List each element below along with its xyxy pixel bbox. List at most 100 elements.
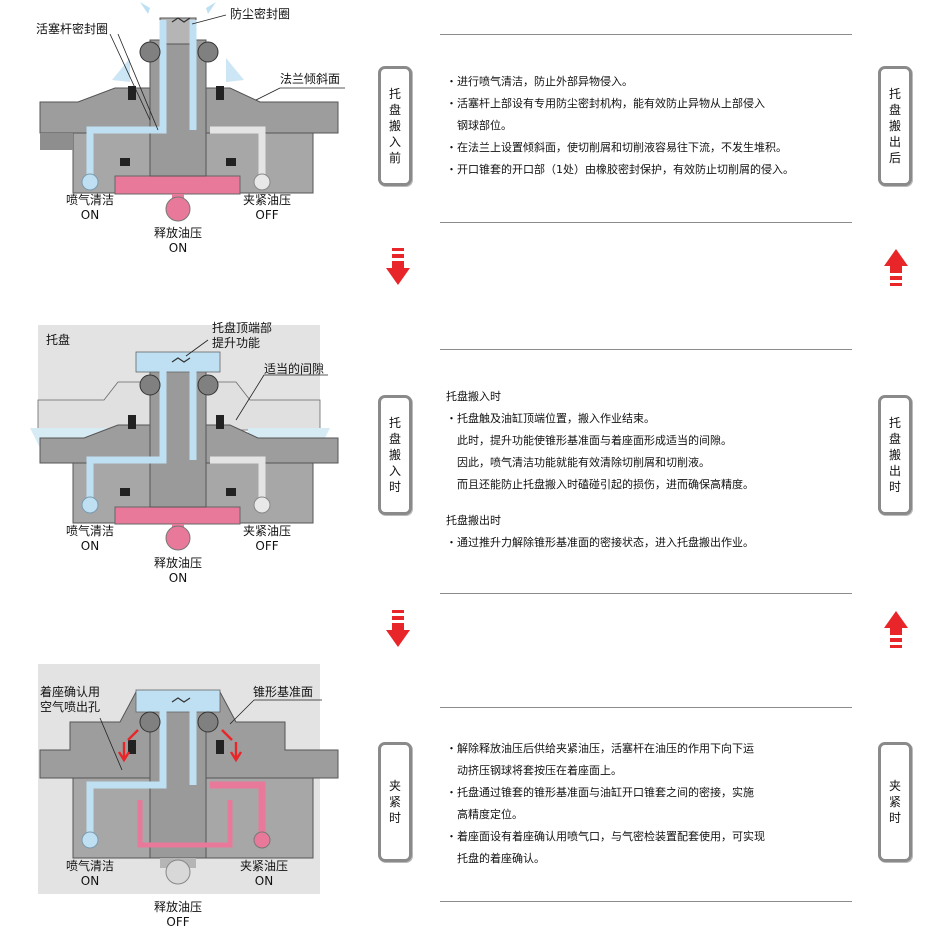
tab-before-load: 托 盘 搬 入 前 xyxy=(378,66,412,186)
tab-after-unload: 托 盘 搬 出 后 xyxy=(878,66,912,186)
tab-char: 盘 xyxy=(888,432,901,446)
air-clean-state: ON xyxy=(80,874,100,888)
divider xyxy=(440,34,852,35)
tab-char: 搬 xyxy=(388,119,401,133)
clamp-pressure-name: 夹紧油压 xyxy=(242,524,291,538)
tab-char: 紧 xyxy=(388,795,401,809)
clamp-pressure-name: 夹紧油压 xyxy=(239,859,288,873)
text-line: ・托盘通过锥套的锥形基准面与油缸开口锥套之间的密接，实施 xyxy=(446,786,754,799)
seat-confirm-label: 着座确认用 空气喷出孔 xyxy=(40,685,100,715)
top-lift-line1: 托盘顶端部 xyxy=(212,321,273,335)
text-line: ・在法兰上设置倾斜面，使切削屑和切削液容易往下流，不发生堆积。 xyxy=(446,141,787,154)
text-line: 钢球部位。 xyxy=(446,119,512,132)
clamp-pressure-label: 夹紧油压 ON xyxy=(229,859,299,889)
divider xyxy=(440,222,852,223)
clamp-pressure-state: ON xyxy=(254,874,274,888)
top-lift-line2: 提升功能 xyxy=(212,336,261,350)
clamp-pressure-label: 夹紧油压 OFF xyxy=(232,193,302,223)
tab-char: 盘 xyxy=(888,103,901,117)
divider xyxy=(440,901,852,902)
seat-confirm-line2: 空气喷出孔 xyxy=(40,700,101,714)
diagram-during-load: 托盘 托盘顶端部 提升功能 适当的间隙 喷气清洁 ON 夹紧油压 OFF 释放油… xyxy=(0,320,350,585)
flange-slope-label: 法兰倾斜面 xyxy=(280,72,341,86)
release-pressure-name: 释放油压 xyxy=(153,900,202,914)
tab-during-load: 托 盘 搬 入 时 xyxy=(378,395,412,515)
air-clean-name: 喷气清洁 xyxy=(65,859,114,873)
tab-clamping-right: 夹 紧 时 xyxy=(878,742,912,862)
clamp-pressure-name: 夹紧油压 xyxy=(242,193,291,207)
arrow-up-icon xyxy=(884,611,908,648)
diagram-clamped: 着座确认用 空气喷出孔 锥形基准面 喷气清洁 ON 夹紧油压 ON 释放油压 O… xyxy=(0,660,350,939)
release-pressure-label: 释放油压 OFF xyxy=(143,900,213,930)
section-heading: 托盘搬入时 xyxy=(446,390,501,403)
rod-seal-label: 活塞杆密封圈 xyxy=(36,22,109,36)
tab-char: 时 xyxy=(388,811,401,825)
tab-char: 盘 xyxy=(388,432,401,446)
tab-char: 托 xyxy=(388,87,401,101)
description-during-unload: 托盘搬出时 ・通过推升力解除锥形基准面的密接状态，进入托盘搬出作业。 xyxy=(446,510,754,554)
tab-char: 紧 xyxy=(888,795,901,809)
text-line: 托盘的着座确认。 xyxy=(446,852,545,865)
seat-confirm-line1: 着座确认用 xyxy=(40,685,101,699)
air-clean-name: 喷气清洁 xyxy=(65,193,114,207)
tab-during-unload: 托 盘 搬 出 时 xyxy=(878,395,912,515)
tab-char: 搬 xyxy=(388,448,401,462)
release-pressure-name: 释放油压 xyxy=(153,226,202,240)
tab-clamping-left: 夹 紧 时 xyxy=(378,742,412,862)
text-line: 此时，提升功能使锥形基准面与着座面形成适当的间隙。 xyxy=(446,434,732,447)
text-line: 高精度定位。 xyxy=(446,808,523,821)
text-line: ・开口锥套的开口部（1处）由橡胶密封保护，有效防止切削屑的侵入。 xyxy=(446,163,794,176)
cylinder-drawing-1 xyxy=(39,2,345,222)
divider xyxy=(440,707,852,708)
tab-char: 搬 xyxy=(888,448,901,462)
description-clamping: ・解除释放油压后供给夹紧油压，活塞杆在油压的作用下向下运 动挤压钢球将套按压在着… xyxy=(446,738,765,870)
tab-char: 入 xyxy=(388,464,401,478)
cylinder-drawing-2 xyxy=(30,325,339,551)
text-line: ・活塞杆上部设有专用防尘密封机构，能有效防止异物从上部侵入 xyxy=(446,97,765,110)
tab-char: 前 xyxy=(388,151,401,165)
tab-char: 托 xyxy=(388,416,401,430)
air-clean-state: ON xyxy=(80,208,100,222)
release-pressure-name: 释放油压 xyxy=(153,556,202,570)
release-pressure-label: 释放油压 ON xyxy=(143,556,213,586)
text-line: 因此，喷气清洁功能就能有效清除切削屑和切削液。 xyxy=(446,456,710,469)
tab-char: 时 xyxy=(888,811,901,825)
arrow-down-icon xyxy=(386,610,410,647)
taper-surface-label: 锥形基准面 xyxy=(253,685,314,699)
release-pressure-state: ON xyxy=(168,241,188,255)
divider xyxy=(440,593,852,594)
tab-char: 入 xyxy=(388,135,401,149)
description-before-load: ・进行喷气清洁，防止外部异物侵入。 ・活塞杆上部设有专用防尘密封机构，能有效防止… xyxy=(446,71,794,181)
text-line: 而且还能防止托盘搬入时磕碰引起的损伤，进而确保高精度。 xyxy=(446,478,754,491)
text-line: ・托盘触及油缸顶端位置，搬入作业结束。 xyxy=(446,412,655,425)
tab-char: 出 xyxy=(888,135,901,149)
clamp-pressure-state: OFF xyxy=(255,208,279,222)
air-clean-state: ON xyxy=(80,539,100,553)
release-pressure-state: OFF xyxy=(166,915,190,929)
tab-char: 时 xyxy=(388,480,401,494)
tab-char: 托 xyxy=(888,416,901,430)
tab-char: 托 xyxy=(888,87,901,101)
description-during-load: 托盘搬入时 ・托盘触及油缸顶端位置，搬入作业结束。 此时，提升功能使锥形基准面与… xyxy=(446,386,754,496)
air-clean-label: 喷气清洁 ON xyxy=(55,859,125,889)
text-line: 动挤压钢球将套按压在着座面上。 xyxy=(446,764,622,777)
tab-char: 盘 xyxy=(388,103,401,117)
tab-char: 夹 xyxy=(888,779,901,793)
text-line: ・着座面设有着座确认用喷气口，与气密检装置配套使用，可实现 xyxy=(446,830,765,843)
tab-char: 夹 xyxy=(388,779,401,793)
air-clean-label: 喷气清洁 ON xyxy=(55,524,125,554)
arrow-up-icon xyxy=(884,249,908,286)
text-line: ・通过推升力解除锥形基准面的密接状态，进入托盘搬出作业。 xyxy=(446,536,754,549)
text-line: ・进行喷气清洁，防止外部异物侵入。 xyxy=(446,75,633,88)
top-lift-label: 托盘顶端部 提升功能 xyxy=(212,321,272,351)
release-pressure-state: ON xyxy=(168,571,188,585)
cylinder-drawing-3 xyxy=(38,664,339,894)
divider xyxy=(440,349,852,350)
tab-char: 搬 xyxy=(888,119,901,133)
section-heading: 托盘搬出时 xyxy=(446,514,501,527)
tab-char: 后 xyxy=(888,151,901,165)
text-line: ・解除释放油压后供给夹紧油压，活塞杆在油压的作用下向下运 xyxy=(446,742,754,755)
tab-char: 时 xyxy=(888,480,901,494)
pallet-label: 托盘 xyxy=(46,333,71,347)
release-pressure-label: 释放油压 ON xyxy=(143,226,213,256)
